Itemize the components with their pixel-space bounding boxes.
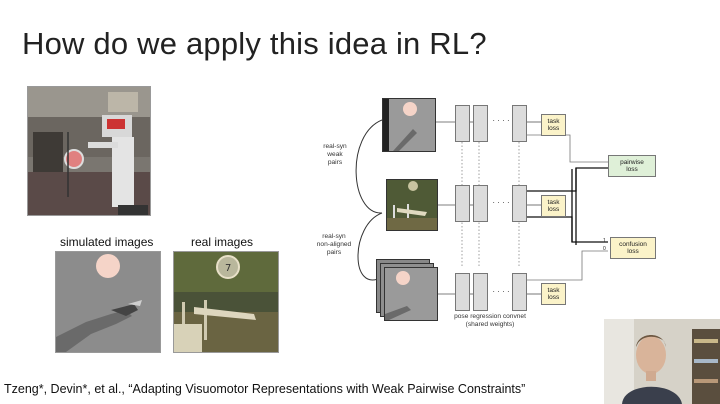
simulated-image [55, 251, 161, 353]
non-aligned-line-2: non-aligned [316, 241, 352, 248]
confusion-loss-box: confusion loss [610, 237, 656, 259]
diagram-sim-image-top [382, 98, 436, 152]
non-aligned-line-1: real-syn [322, 233, 346, 240]
conv-layer [512, 273, 527, 311]
non-aligned-pairs-label: real-syn non-aligned pairs [310, 233, 358, 257]
pairwise-loss-line-1: pairwise [620, 158, 644, 166]
confusion-mark-0: 0 [603, 246, 606, 252]
robot-photo [27, 86, 151, 216]
confusion-marks: 1 0 [603, 237, 606, 253]
pairwise-loss-line-2: loss [626, 166, 638, 173]
conv-layer [455, 105, 470, 142]
task-loss-line-1: task [547, 198, 560, 206]
confusion-mark-1: 1 [603, 238, 606, 244]
conv-layer [512, 185, 527, 222]
conv-layer [473, 105, 488, 142]
weak-pairs-line-2: weak [327, 151, 343, 158]
presenter-webcam [604, 319, 720, 404]
weak-pairs-label: real-syn weak pairs [315, 143, 355, 167]
citation: Tzeng*, Devin*, et al., “Adapting Visuom… [4, 382, 526, 396]
task-loss-box: task loss [541, 195, 566, 217]
non-aligned-line-3: pairs [326, 249, 342, 256]
weak-pairs-line-3: pairs [327, 159, 343, 166]
task-loss-line-2: loss [547, 125, 560, 132]
slide-title: How do we apply this idea in RL? [22, 26, 487, 61]
conv-layer [512, 105, 527, 142]
conv-layer [473, 273, 488, 311]
task-loss-box: task loss [541, 114, 566, 136]
conv-layer [473, 185, 488, 222]
task-loss-line-2: loss [547, 294, 560, 301]
task-loss-line-1: task [547, 117, 560, 125]
real-images-caption: real images [191, 235, 254, 249]
real-image: 7 [173, 251, 279, 353]
conv-layer [455, 185, 470, 222]
ellipsis: · · · · [492, 287, 510, 296]
ellipsis: · · · · [492, 116, 510, 125]
task-loss-line-1: task [547, 286, 560, 294]
task-loss-line-2: loss [547, 206, 560, 213]
convnet-label: pose regression convnet (shared weights) [440, 313, 540, 329]
pairwise-loss-box: pairwise loss [608, 155, 656, 177]
architecture-diagram: real-syn weak pairs real-syn non-aligned… [290, 95, 675, 340]
conv-layer [455, 273, 470, 311]
diagram-real-image [386, 179, 438, 231]
task-loss-box: task loss [541, 283, 566, 305]
convnet-label-line-2: (shared weights) [465, 321, 515, 328]
svg-text:7: 7 [225, 263, 231, 274]
simulated-images-caption: simulated images [60, 235, 154, 249]
diagram-sim-image-bottom [384, 267, 438, 321]
weak-pairs-line-1: real-syn [323, 143, 347, 150]
confusion-loss-line-2: loss [627, 248, 639, 255]
convnet-label-line-1: pose regression convnet [454, 313, 526, 320]
ellipsis: · · · · [492, 198, 510, 207]
confusion-loss-line-1: confusion [619, 240, 647, 248]
